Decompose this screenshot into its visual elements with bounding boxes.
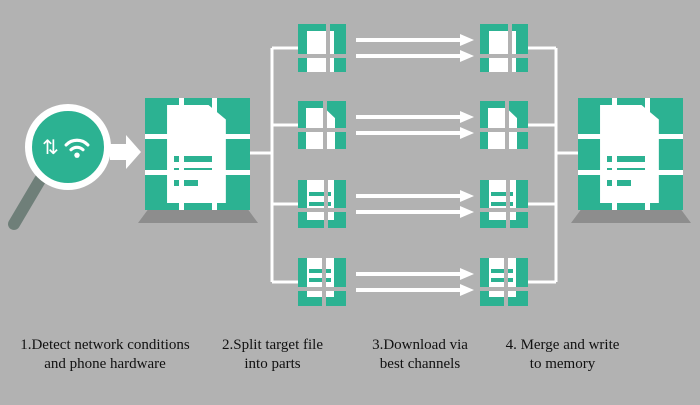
right-arrow-icon (110, 135, 141, 169)
step-label-line: 2.Split target file (222, 337, 323, 353)
up-down-arrows-icon: ⇅ (42, 135, 59, 159)
step-label-line: 1.Detect network conditions (20, 337, 190, 353)
split-branch-lines (250, 46, 298, 284)
file-part-tile-row3-right (480, 180, 528, 228)
step-label-line: to memory (529, 355, 596, 372)
grid-base (571, 210, 691, 223)
magnifier-icon: ⇅ (25, 104, 111, 190)
merged-file-grid (578, 98, 683, 210)
magnifier-handle (8, 174, 46, 230)
grid-base (138, 210, 258, 223)
step-label-line: and phone hardware (44, 355, 166, 372)
step-label-line: 4. Merge and write (505, 337, 620, 353)
file-part-tile-row4-right (480, 258, 528, 306)
file-part-tile-row4-left (298, 258, 346, 306)
step-label-3: 3.Download via best channels (355, 336, 485, 374)
file-part-tile-row2-left (298, 101, 346, 149)
step-label-line: best channels (379, 355, 461, 372)
step-label-2: 2.Split target file into parts (200, 336, 345, 374)
file-part-tile-row3-left (298, 180, 346, 228)
step-label-1: 1.Detect network conditions and phone ha… (10, 336, 200, 374)
download-channel-arrows (356, 34, 474, 296)
file-part-tile-row1-left (298, 24, 346, 72)
step-label-line: 3.Download via (372, 337, 468, 353)
wifi-icon (64, 138, 90, 158)
step-label-4: 4. Merge and write to memory (490, 336, 635, 374)
file-part-tile-row1-right (480, 24, 528, 72)
file-part-tile-row2-right (480, 101, 528, 149)
step-label-line: into parts (244, 355, 301, 372)
source-file-grid (145, 98, 250, 210)
merge-lines (528, 46, 578, 284)
